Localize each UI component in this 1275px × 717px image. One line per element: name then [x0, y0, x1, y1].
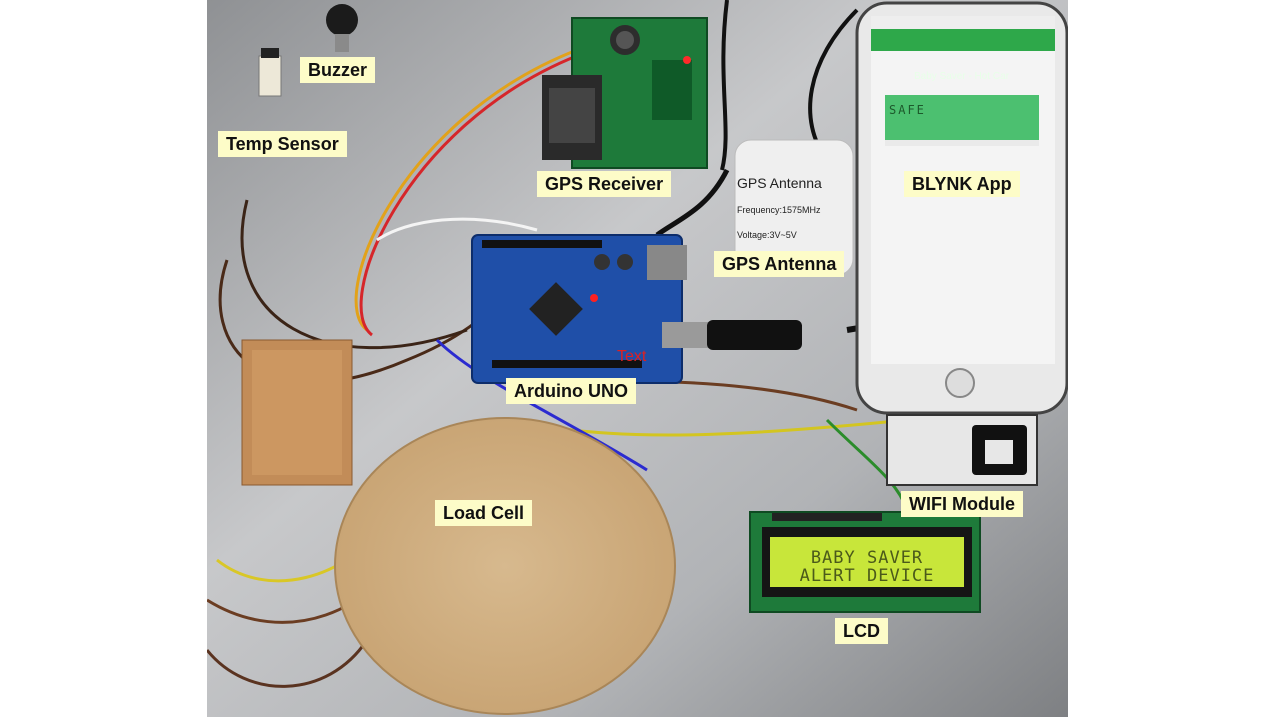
- label-load-cell: Load Cell: [435, 500, 533, 526]
- label-gps-antenna: GPS Antenna: [714, 251, 845, 277]
- app-title: Baby Saver - Hot Car: [914, 71, 1010, 82]
- lcd-line-2: ALERT DEVICE: [799, 566, 935, 586]
- buzzer-part: [326, 4, 358, 52]
- load-cell-disc: [334, 417, 676, 715]
- label-wifi-module: WIFI Module: [901, 491, 1023, 517]
- hardware-photo: Baby Saver - Hot Car SAFE GPS Antenna Fr…: [207, 0, 1068, 717]
- label-gps-receiver: GPS Receiver: [537, 171, 672, 197]
- temp-sensor-part: [258, 48, 282, 97]
- lcd-module: [749, 511, 981, 613]
- label-buzzer: Buzzer: [300, 57, 376, 83]
- perfboard: [241, 339, 353, 486]
- label-temp-sensor: Temp Sensor: [218, 131, 347, 157]
- lcd-line-1: BABY SAVER: [810, 548, 924, 568]
- antenna-frequency: Frequency:1575MHz: [737, 205, 821, 215]
- antenna-name: GPS Antenna: [737, 175, 822, 191]
- label-blynk-app: BLYNK App: [904, 171, 1020, 197]
- arduino-board: [471, 234, 802, 384]
- label-arduino-uno: Arduino UNO: [506, 378, 636, 404]
- label-lcd: LCD: [835, 618, 888, 644]
- hardware-drawing: [207, 0, 1068, 717]
- antenna-voltage: Voltage:3V~5V: [737, 230, 797, 240]
- phone-device: [855, 1, 1068, 415]
- wifi-module-board: [886, 414, 1038, 486]
- board-overlay-text: Text: [617, 348, 647, 365]
- gps-receiver-board: [542, 17, 708, 169]
- app-status-text: SAFE: [889, 103, 926, 117]
